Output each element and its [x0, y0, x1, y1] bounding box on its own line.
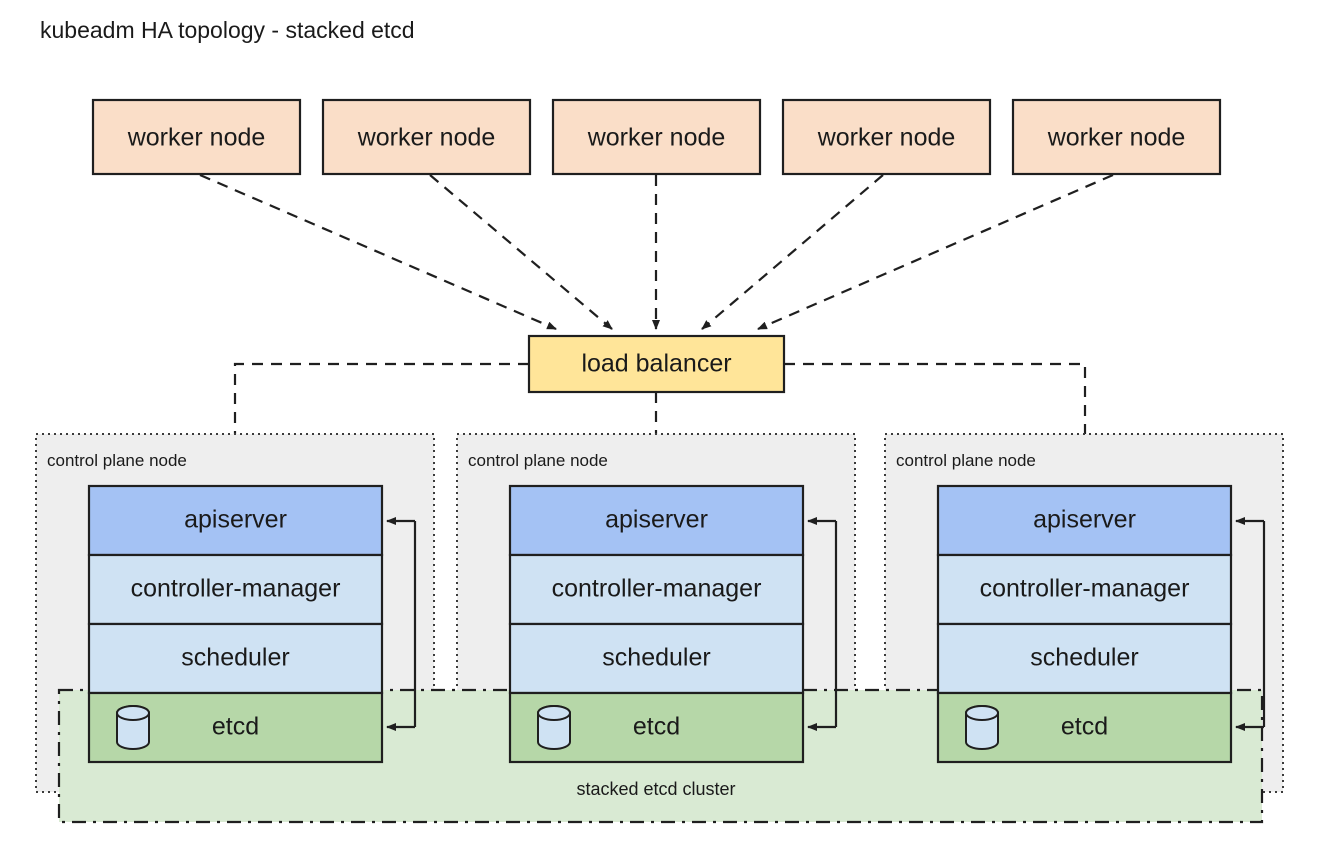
controller-manager-box[interactable]: [508, 553, 805, 626]
worker-to-loadbalancer-connectors: [199, 173, 1114, 331]
etcd-label: etcd: [1061, 713, 1108, 741]
control-plane-node-2: control plane node apiserver controller-…: [468, 451, 838, 764]
connector-worker4-loadbalancer: [701, 174, 884, 330]
worker-node-3[interactable]: worker node: [551, 98, 762, 176]
stacked-etcd-cluster-label: stacked etcd cluster: [576, 779, 735, 799]
connector-worker5-loadbalancer: [757, 173, 1114, 331]
controller-manager-box[interactable]: [936, 553, 1233, 626]
worker-node-box[interactable]: [1011, 98, 1222, 176]
worker-node-4[interactable]: worker node: [781, 98, 992, 176]
apiserver-label: apiserver: [605, 506, 708, 534]
scheduler-label: scheduler: [602, 644, 710, 672]
apiserver-box[interactable]: [936, 484, 1233, 557]
controller-manager-box[interactable]: [87, 553, 384, 626]
worker-node-5[interactable]: worker node: [1011, 98, 1222, 176]
apiserver-label: apiserver: [1033, 506, 1136, 534]
worker-node-box[interactable]: [321, 98, 532, 176]
etcd-label: etcd: [633, 713, 680, 741]
connector-worker2-loadbalancer: [429, 174, 613, 330]
worker-node-box[interactable]: [781, 98, 992, 176]
load-balancer-label: load balancer: [581, 350, 731, 378]
database-cylinder-icon: [537, 705, 571, 750]
scheduler-box[interactable]: [87, 622, 384, 695]
connector-worker1-loadbalancer: [199, 173, 557, 331]
control-plane-node-label: control plane node: [468, 451, 608, 470]
worker-node-label: worker node: [817, 124, 956, 152]
worker-node-row: worker node worker node worker node work…: [91, 98, 1222, 176]
control-plane-node-label: control plane node: [47, 451, 187, 470]
controller-manager-label: controller-manager: [980, 575, 1190, 603]
etcd-label: etcd: [212, 713, 259, 741]
scheduler-label: scheduler: [181, 644, 289, 672]
scheduler-label: scheduler: [1030, 644, 1138, 672]
control-plane-node-1: control plane node apiserver controller-…: [47, 451, 417, 764]
scheduler-box[interactable]: [508, 622, 805, 695]
control-plane-node-label: control plane node: [896, 451, 1036, 470]
worker-node-2[interactable]: worker node: [321, 98, 532, 176]
scheduler-box[interactable]: [936, 622, 1233, 695]
worker-node-label: worker node: [587, 124, 726, 152]
database-cylinder-icon: [965, 705, 999, 750]
control-plane-node-3: control plane node apiserver controller-…: [896, 451, 1266, 764]
worker-node-box[interactable]: [91, 98, 302, 176]
apiserver-box[interactable]: [87, 484, 384, 557]
apiserver-label: apiserver: [184, 506, 287, 534]
controller-manager-label: controller-manager: [131, 575, 341, 603]
database-cylinder-icon: [116, 705, 150, 750]
apiserver-box[interactable]: [508, 484, 805, 557]
worker-node-label: worker node: [357, 124, 496, 152]
worker-node-label: worker node: [127, 124, 266, 152]
worker-node-label: worker node: [1047, 124, 1186, 152]
page-title: kubeadm HA topology - stacked etcd: [40, 17, 415, 43]
connector-loadbalancer-cp1: [233, 362, 529, 521]
controller-manager-label: controller-manager: [552, 575, 762, 603]
load-balancer[interactable]: load balancer: [527, 334, 786, 394]
load-balancer-box[interactable]: [527, 334, 786, 394]
worker-node-1[interactable]: worker node: [91, 98, 302, 176]
worker-node-box[interactable]: [551, 98, 762, 176]
